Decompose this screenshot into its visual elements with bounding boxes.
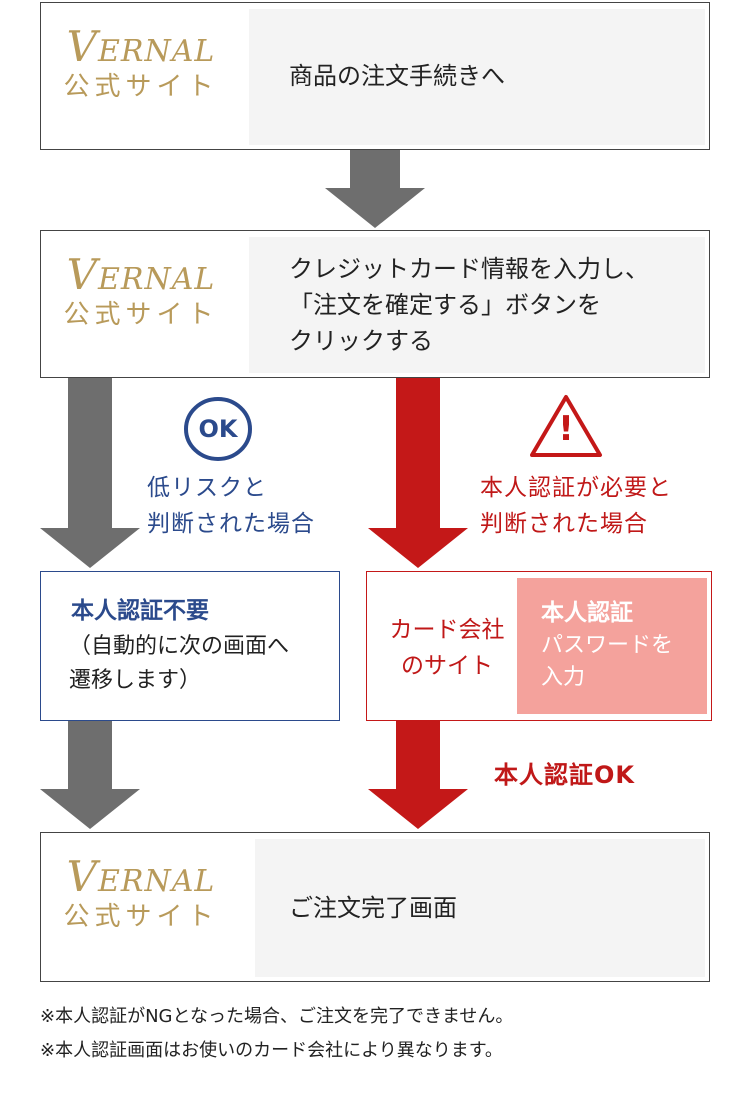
vernal-logo: VERNAL 公式サイト (51, 250, 231, 332)
no-auth-box: 本人認証不要 （自動的に次の画面へ 遷移します） (40, 571, 340, 721)
logo-word: VERNAL (66, 852, 216, 901)
auth-body-line: 入力 (541, 665, 586, 690)
body-line: （自動的に次の画面へ (69, 634, 290, 659)
step-box-order: VERNAL 公式サイト 商品の注文手続きへ (40, 2, 710, 150)
step-panel (255, 839, 705, 977)
step-line: 「注文を確定する」ボタンを (289, 291, 601, 319)
step-line: クレジットカード情報を入力し、 (289, 255, 649, 283)
down-arrow-red-lower (368, 721, 468, 829)
step-line: クリックする (289, 327, 433, 355)
label-line: 判断された場合 (147, 511, 315, 537)
card-site-line: カード会社 (389, 617, 505, 643)
auth-ok-label: 本人認証OK (494, 761, 635, 789)
auth-required-label: 本人認証が必要と 判断された場合 (480, 470, 672, 542)
step-text-order: 商品の注文手続きへ (289, 62, 505, 90)
step-text-card-input: クレジットカード情報を入力し、 「注文を確定する」ボタンを クリックする (289, 251, 649, 359)
auth-body-line: パスワードを (541, 633, 674, 658)
label-line: 判断された場合 (480, 511, 648, 537)
warning-icon: ! (528, 393, 604, 459)
logo-subtitle: 公式サイト (63, 72, 219, 102)
auth-body: パスワードを 入力 (541, 630, 673, 694)
password-panel: 本人認証 パスワードを 入力 (517, 578, 707, 714)
no-auth-body: （自動的に次の画面へ 遷移します） (69, 630, 289, 698)
step-panel (249, 237, 705, 373)
step-panel (249, 9, 705, 145)
logo-word: VERNAL (66, 22, 216, 71)
ok-badge-icon: OK (182, 396, 254, 462)
footnote-ng: ※本人認証がNGとなった場合、ご注文を完了できません。 (40, 1006, 514, 1027)
auth-title: 本人認証 (541, 600, 633, 626)
down-arrow-red-right (368, 378, 468, 568)
down-arrow-gray-lower (40, 721, 140, 829)
logo-subtitle: 公式サイト (63, 300, 219, 330)
no-auth-title: 本人認証不要 (71, 598, 209, 624)
card-site-label: カード会社 のサイト (377, 612, 517, 684)
down-arrow-gray-1 (325, 150, 425, 228)
logo-word: VERNAL (66, 250, 216, 299)
card-company-box: カード会社 のサイト 本人認証 パスワードを 入力 (366, 571, 712, 721)
step-box-card-input: VERNAL 公式サイト クレジットカード情報を入力し、 「注文を確定する」ボタ… (40, 230, 710, 378)
body-line: 遷移します） (69, 668, 202, 693)
vernal-logo: VERNAL 公式サイト (51, 22, 231, 104)
low-risk-label: 低リスクと 判断された場合 (147, 470, 315, 542)
card-site-line: のサイト (401, 653, 493, 679)
down-arrow-gray-left (40, 378, 140, 568)
label-line: 低リスクと (147, 475, 267, 501)
label-line: 本人認証が必要と (480, 475, 672, 501)
vernal-logo: VERNAL 公式サイト (51, 852, 231, 934)
step-text-complete: ご注文完了画面 (289, 894, 457, 922)
footnote-card-company: ※本人認証画面はお使いのカード会社により異なります。 (40, 1040, 503, 1061)
warning-mark: ! (558, 409, 574, 449)
logo-subtitle: 公式サイト (63, 902, 219, 932)
step-box-complete: VERNAL 公式サイト ご注文完了画面 (40, 832, 710, 982)
ok-badge-text: OK (198, 415, 238, 443)
